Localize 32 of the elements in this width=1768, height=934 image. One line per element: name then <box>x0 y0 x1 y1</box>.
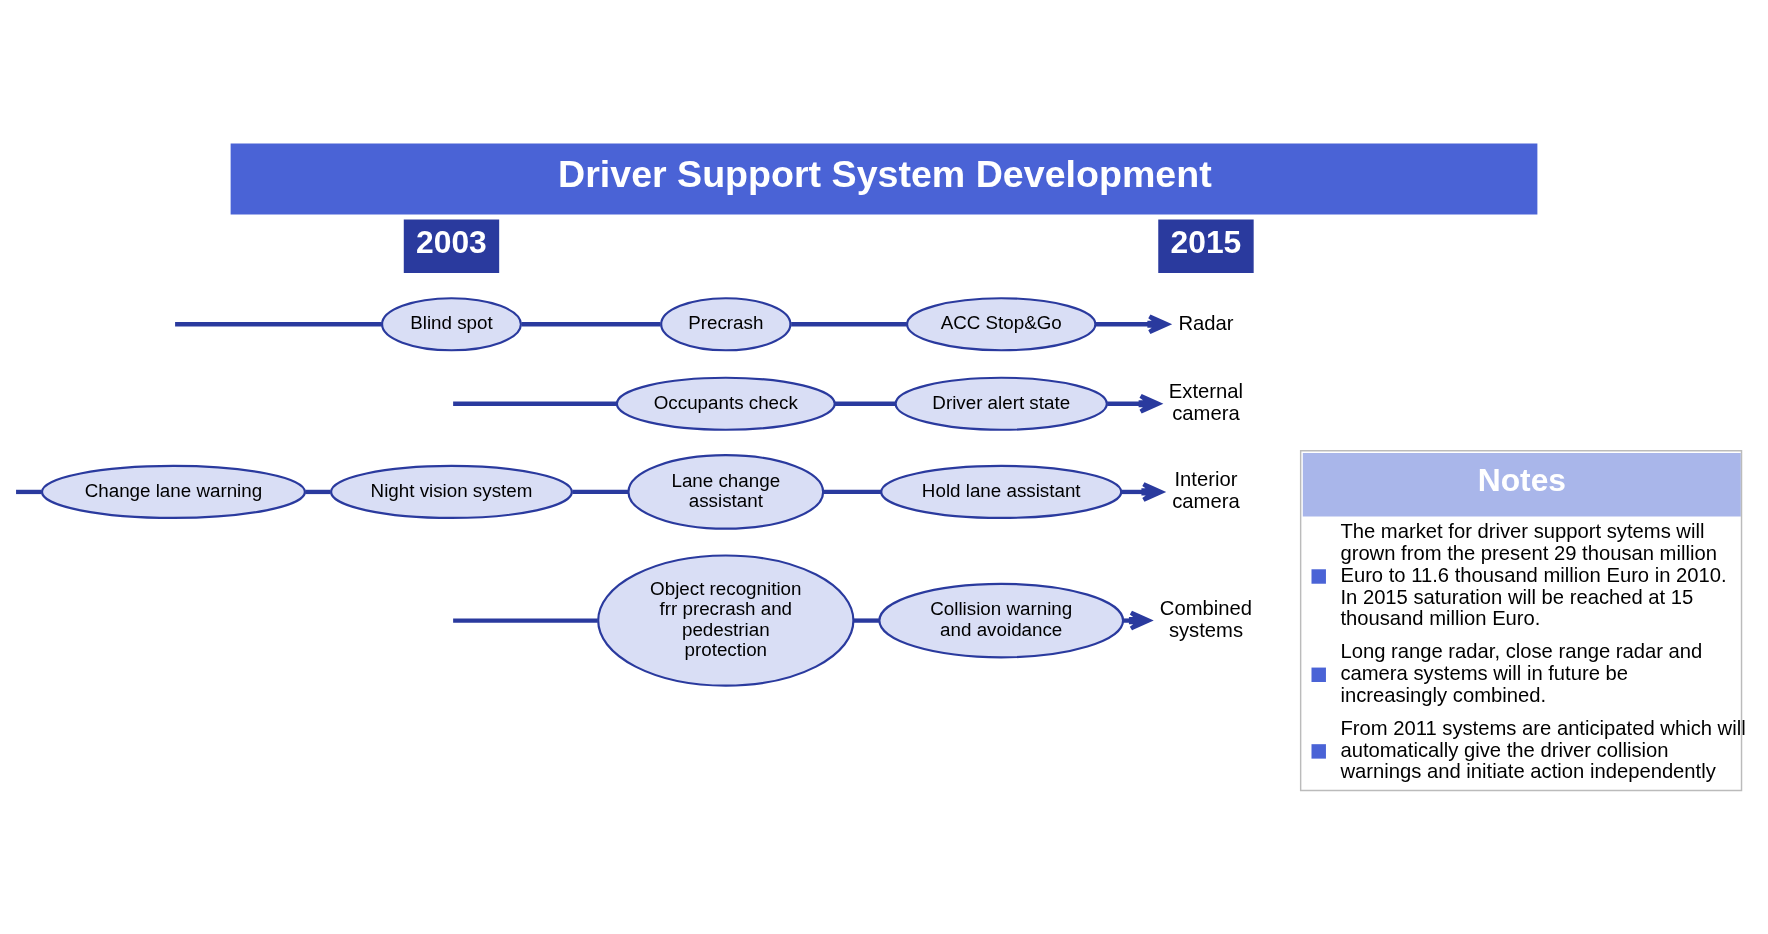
node-text: Interior camera <box>1172 468 1240 513</box>
node-ellipse: Blind spot <box>381 297 522 352</box>
connector <box>305 489 331 495</box>
node-ellipse: Change lane warning <box>40 464 306 520</box>
node-ellipse: Hold lane assistant <box>880 464 1123 520</box>
arrow <box>1095 314 1170 335</box>
connector <box>521 322 661 327</box>
connector <box>853 618 880 623</box>
connector <box>834 401 896 406</box>
arrow <box>1121 481 1164 502</box>
connector <box>175 322 382 327</box>
node-text: Combined systems <box>1159 597 1253 641</box>
diagram-title: Driver Support System Development <box>558 153 1212 196</box>
connector <box>822 489 882 495</box>
arrow <box>1107 393 1161 414</box>
node-ellipse: Lane change assistant <box>627 454 825 530</box>
node-text: External camera <box>1168 380 1244 424</box>
connector <box>453 618 598 623</box>
connector <box>572 489 629 495</box>
connector <box>16 489 42 495</box>
connector <box>791 322 907 327</box>
node-ellipse: Precrash <box>660 297 792 352</box>
node-ellipse: Occupants check <box>615 376 836 431</box>
node-ellipse: Driver alert state <box>894 376 1108 431</box>
label: 2015 <box>1170 223 1242 260</box>
node-ellipse: Collision warning and avoidance <box>878 582 1125 659</box>
node-text: Radar <box>1178 311 1234 334</box>
node-ellipse: ACC Stop&Go <box>906 297 1097 352</box>
label: 2003 <box>416 223 487 260</box>
connector <box>453 401 618 406</box>
node-ellipse: Night vision system <box>330 464 573 520</box>
node-ellipse: Object recognition frr precrash and pedestrian protection <box>597 554 855 687</box>
